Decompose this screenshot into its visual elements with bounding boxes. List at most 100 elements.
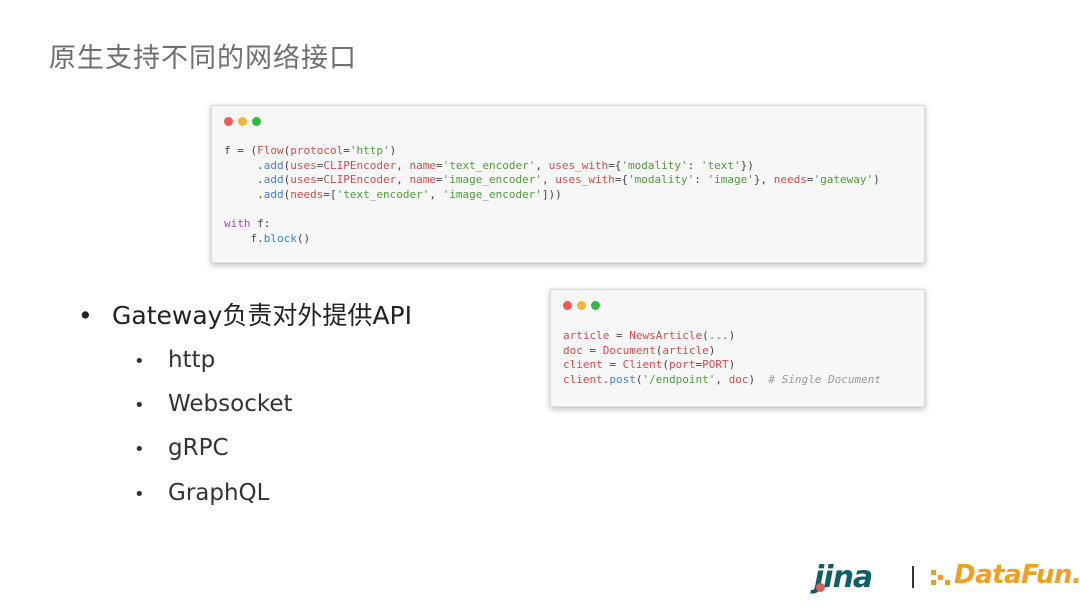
code-token: needs	[290, 187, 324, 201]
code-token: name	[409, 173, 436, 187]
code-token: ={	[608, 158, 622, 172]
code-token: ,	[429, 187, 443, 201]
code-token: =	[695, 358, 703, 372]
bullet-mark: •	[134, 395, 145, 416]
code-token: CLIPEncoder	[323, 173, 397, 187]
code-token: =	[435, 173, 443, 187]
code-token: Document	[602, 343, 656, 357]
close-dot-icon	[224, 117, 233, 126]
datafun-mark-icon	[931, 570, 950, 585]
code-token: add	[263, 173, 284, 187]
code-token: PORT	[702, 358, 729, 372]
code-token: ]))	[541, 187, 562, 201]
code-token: =	[806, 173, 814, 187]
code-token: )	[748, 372, 769, 386]
bullet-sub-text: http	[168, 347, 216, 373]
code-token: block	[263, 231, 297, 245]
footer-logos: jina DataFun.	[814, 560, 1080, 596]
code-token: (	[283, 173, 291, 187]
code-token: )	[389, 144, 397, 157]
bullet-sub-grpc: •gRPC	[134, 435, 229, 461]
code-token: )	[708, 343, 716, 357]
jina-logo-dot-icon	[816, 583, 825, 592]
code-token: (	[702, 329, 709, 342]
code-token: 'modality'	[621, 158, 688, 172]
code-token: )	[728, 358, 736, 372]
code-token: .	[602, 372, 610, 386]
code-token: needs	[773, 173, 807, 187]
code-token: =	[609, 329, 630, 342]
code-token: ,	[715, 372, 729, 386]
code-token: with	[224, 216, 251, 230]
code-token: 'text_encoder'	[336, 187, 430, 201]
code-token: 'image_encoder'	[442, 187, 542, 201]
code-window-client: article = NewsArticle(...) doc = Documen…	[550, 289, 925, 407]
code-token: =	[316, 158, 324, 172]
logo-separator	[912, 566, 914, 588]
bullet-mark: •	[78, 301, 93, 330]
code-token: :	[694, 173, 708, 187]
code-window-flow: f = (Flow(protocol='http') .add(uses=CLI…	[211, 105, 925, 263]
close-dot-icon	[563, 301, 572, 310]
datafun-logo: DataFun.	[954, 560, 1080, 590]
code-token: =	[316, 173, 324, 187]
code-token: # Single Document	[768, 372, 881, 386]
bullet-sub-graphql: •GraphQL	[134, 480, 269, 506]
code-token: Flow	[257, 144, 284, 157]
code-token: =	[602, 358, 623, 372]
window-controls	[224, 117, 261, 126]
bullet-main: • Gateway负责对外提供API	[78, 296, 412, 332]
bullet-sub-http: • http	[134, 347, 215, 373]
code-token: (	[635, 372, 643, 386]
code-token: port	[669, 358, 696, 372]
code-token: 'text_encoder'	[442, 158, 536, 172]
code-token: 'image_encoder'	[442, 173, 542, 187]
code-token: ,	[535, 158, 549, 172]
code-token: 'image'	[707, 173, 754, 187]
code-token: 'text'	[700, 158, 741, 172]
window-controls	[563, 301, 600, 310]
code-client: article = NewsArticle(...) doc = Documen…	[563, 329, 881, 387]
code-token: client	[563, 358, 603, 372]
code-token: add	[263, 158, 284, 172]
code-token: (	[655, 343, 663, 357]
code-token: add	[263, 187, 284, 201]
code-token: ,	[396, 158, 410, 172]
code-token: .	[224, 158, 264, 172]
maximize-dot-icon	[252, 117, 261, 126]
minimize-dot-icon	[238, 117, 247, 126]
code-token: uses	[290, 173, 317, 187]
code-token: Client	[622, 358, 663, 372]
bullet-sub-text: Websocket	[168, 391, 293, 417]
code-flow: f = (Flow(protocol='http') .add(uses=CLI…	[224, 144, 880, 246]
code-token: CLIPEncoder	[323, 158, 397, 172]
code-token: =	[582, 343, 603, 357]
code-token: NewsArticle	[629, 329, 703, 342]
code-token: =	[435, 158, 443, 172]
code-token: 'http'	[349, 144, 390, 157]
code-token: .	[224, 187, 264, 201]
code-token: =	[343, 144, 350, 157]
code-token: (	[283, 187, 291, 201]
bullet-main-text: Gateway负责对外提供API	[112, 301, 412, 330]
code-token: })	[740, 158, 754, 172]
code-token: ={	[614, 173, 629, 187]
code-token: f = (	[224, 144, 258, 157]
minimize-dot-icon	[577, 301, 586, 310]
code-token: (	[283, 158, 291, 172]
bullet-mark: •	[134, 351, 145, 372]
code-token: client	[563, 372, 603, 386]
code-token: protocol	[290, 144, 344, 157]
code-token: ()	[296, 231, 311, 245]
bullet-mark: •	[134, 484, 145, 505]
code-token: ,	[396, 173, 410, 187]
code-token: doc	[563, 343, 583, 357]
code-token: '/endpoint'	[642, 372, 716, 386]
code-token: (	[283, 144, 291, 157]
code-token: ...	[708, 329, 729, 342]
code-token: article	[662, 343, 709, 357]
code-token: :	[687, 158, 701, 172]
code-token: f:	[250, 216, 271, 230]
code-token: =[	[323, 187, 337, 201]
code-token: post	[609, 372, 636, 386]
